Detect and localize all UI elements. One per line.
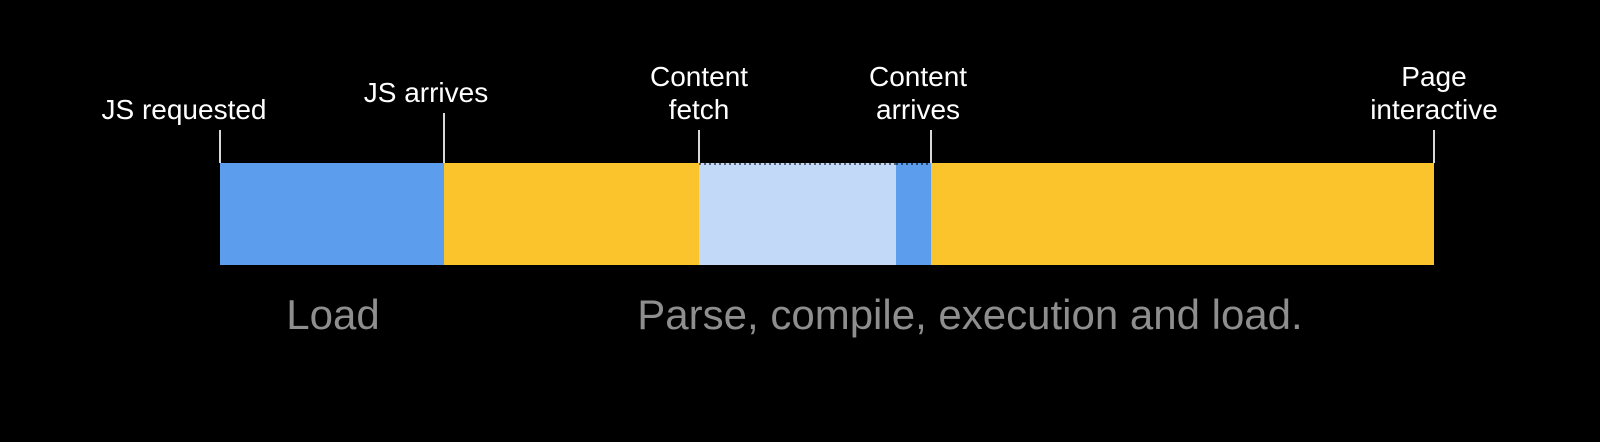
segment-parse-compile-load-2 xyxy=(931,163,1434,265)
marker-tick-content-fetch xyxy=(698,130,701,163)
segment-content-arrival-sliver xyxy=(896,163,931,265)
segment-content-fetch-span xyxy=(699,163,897,265)
marker-tick-js-arrives xyxy=(442,113,445,163)
timeline-bar xyxy=(220,163,1434,265)
phase-label-load: Load xyxy=(286,291,380,338)
segment-parse-compile-load-1 xyxy=(443,163,700,265)
phase-label-parse-compile-execute: Parse, compile, execution and load. xyxy=(637,291,1303,338)
marker-tick-js-requested xyxy=(219,130,221,163)
segment-js-request-to-arrival xyxy=(220,163,444,265)
marker-tick-content-arrives xyxy=(930,130,933,163)
marker-label-js-requested: JS requested xyxy=(101,94,267,125)
marker-label-js-arrives: JS arrives xyxy=(363,77,489,108)
marker-tick-page-interactive xyxy=(1433,130,1435,163)
